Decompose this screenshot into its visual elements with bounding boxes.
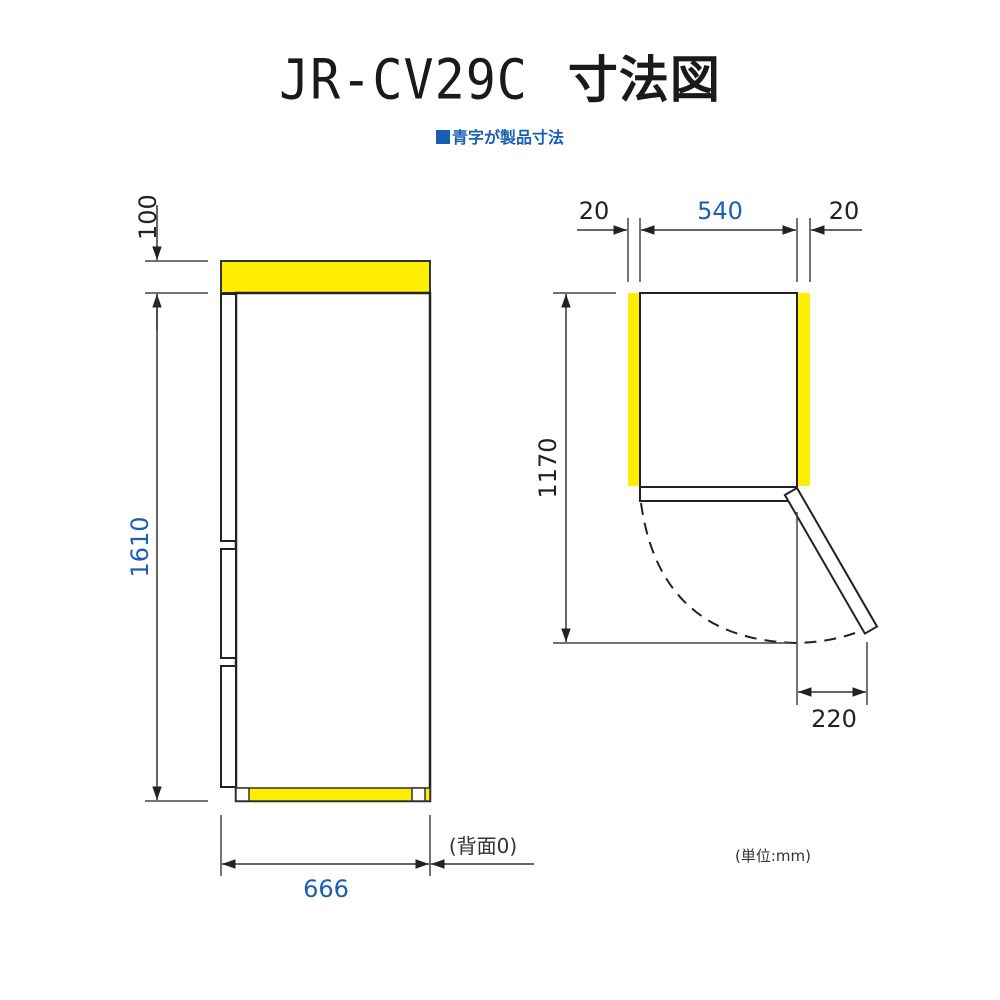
- unit-note: (単位:mm): [735, 847, 811, 865]
- door-closed: [639, 486, 798, 502]
- depth-label: 666: [303, 875, 349, 903]
- door-protrusion-label: 220: [811, 705, 857, 733]
- right-clearance-label: 20: [829, 197, 860, 225]
- left-clearance-area: [628, 293, 640, 486]
- height-label: 1610: [126, 516, 154, 577]
- door-lower: [220, 665, 237, 788]
- front-foot: [235, 787, 250, 802]
- bottom-clearance-area: [235, 787, 431, 802]
- legend: 青字が製品寸法: [0, 124, 1000, 148]
- right-clearance-area: [798, 293, 810, 486]
- fridge-body: [234, 291, 432, 803]
- top-clearance-area: [220, 260, 431, 294]
- rear-foot: [411, 787, 426, 802]
- back-clearance-label: (背面0): [449, 834, 517, 858]
- fridge-body-top: [639, 292, 798, 488]
- top-view: 20 540 20 1170 220: [534, 197, 879, 733]
- door-middle: [220, 548, 237, 659]
- door-swing-arc: [640, 502, 856, 645]
- blue-square-icon: [435, 130, 450, 144]
- door-open: [783, 486, 879, 635]
- top-clearance-label: 100: [134, 194, 162, 240]
- door-upper: [220, 293, 237, 542]
- model-number: JR-CV29C: [279, 48, 528, 112]
- side-view: 100 1610 666 (背面0): [126, 194, 534, 903]
- width-label: 540: [697, 197, 743, 225]
- door-open-depth-label: 1170: [534, 437, 562, 498]
- left-clearance-label: 20: [579, 197, 610, 225]
- title-label: 寸法図: [567, 51, 721, 109]
- diagram-title: JR-CV29C 寸法図: [0, 40, 1000, 112]
- legend-text: 青字が製品寸法: [451, 128, 564, 147]
